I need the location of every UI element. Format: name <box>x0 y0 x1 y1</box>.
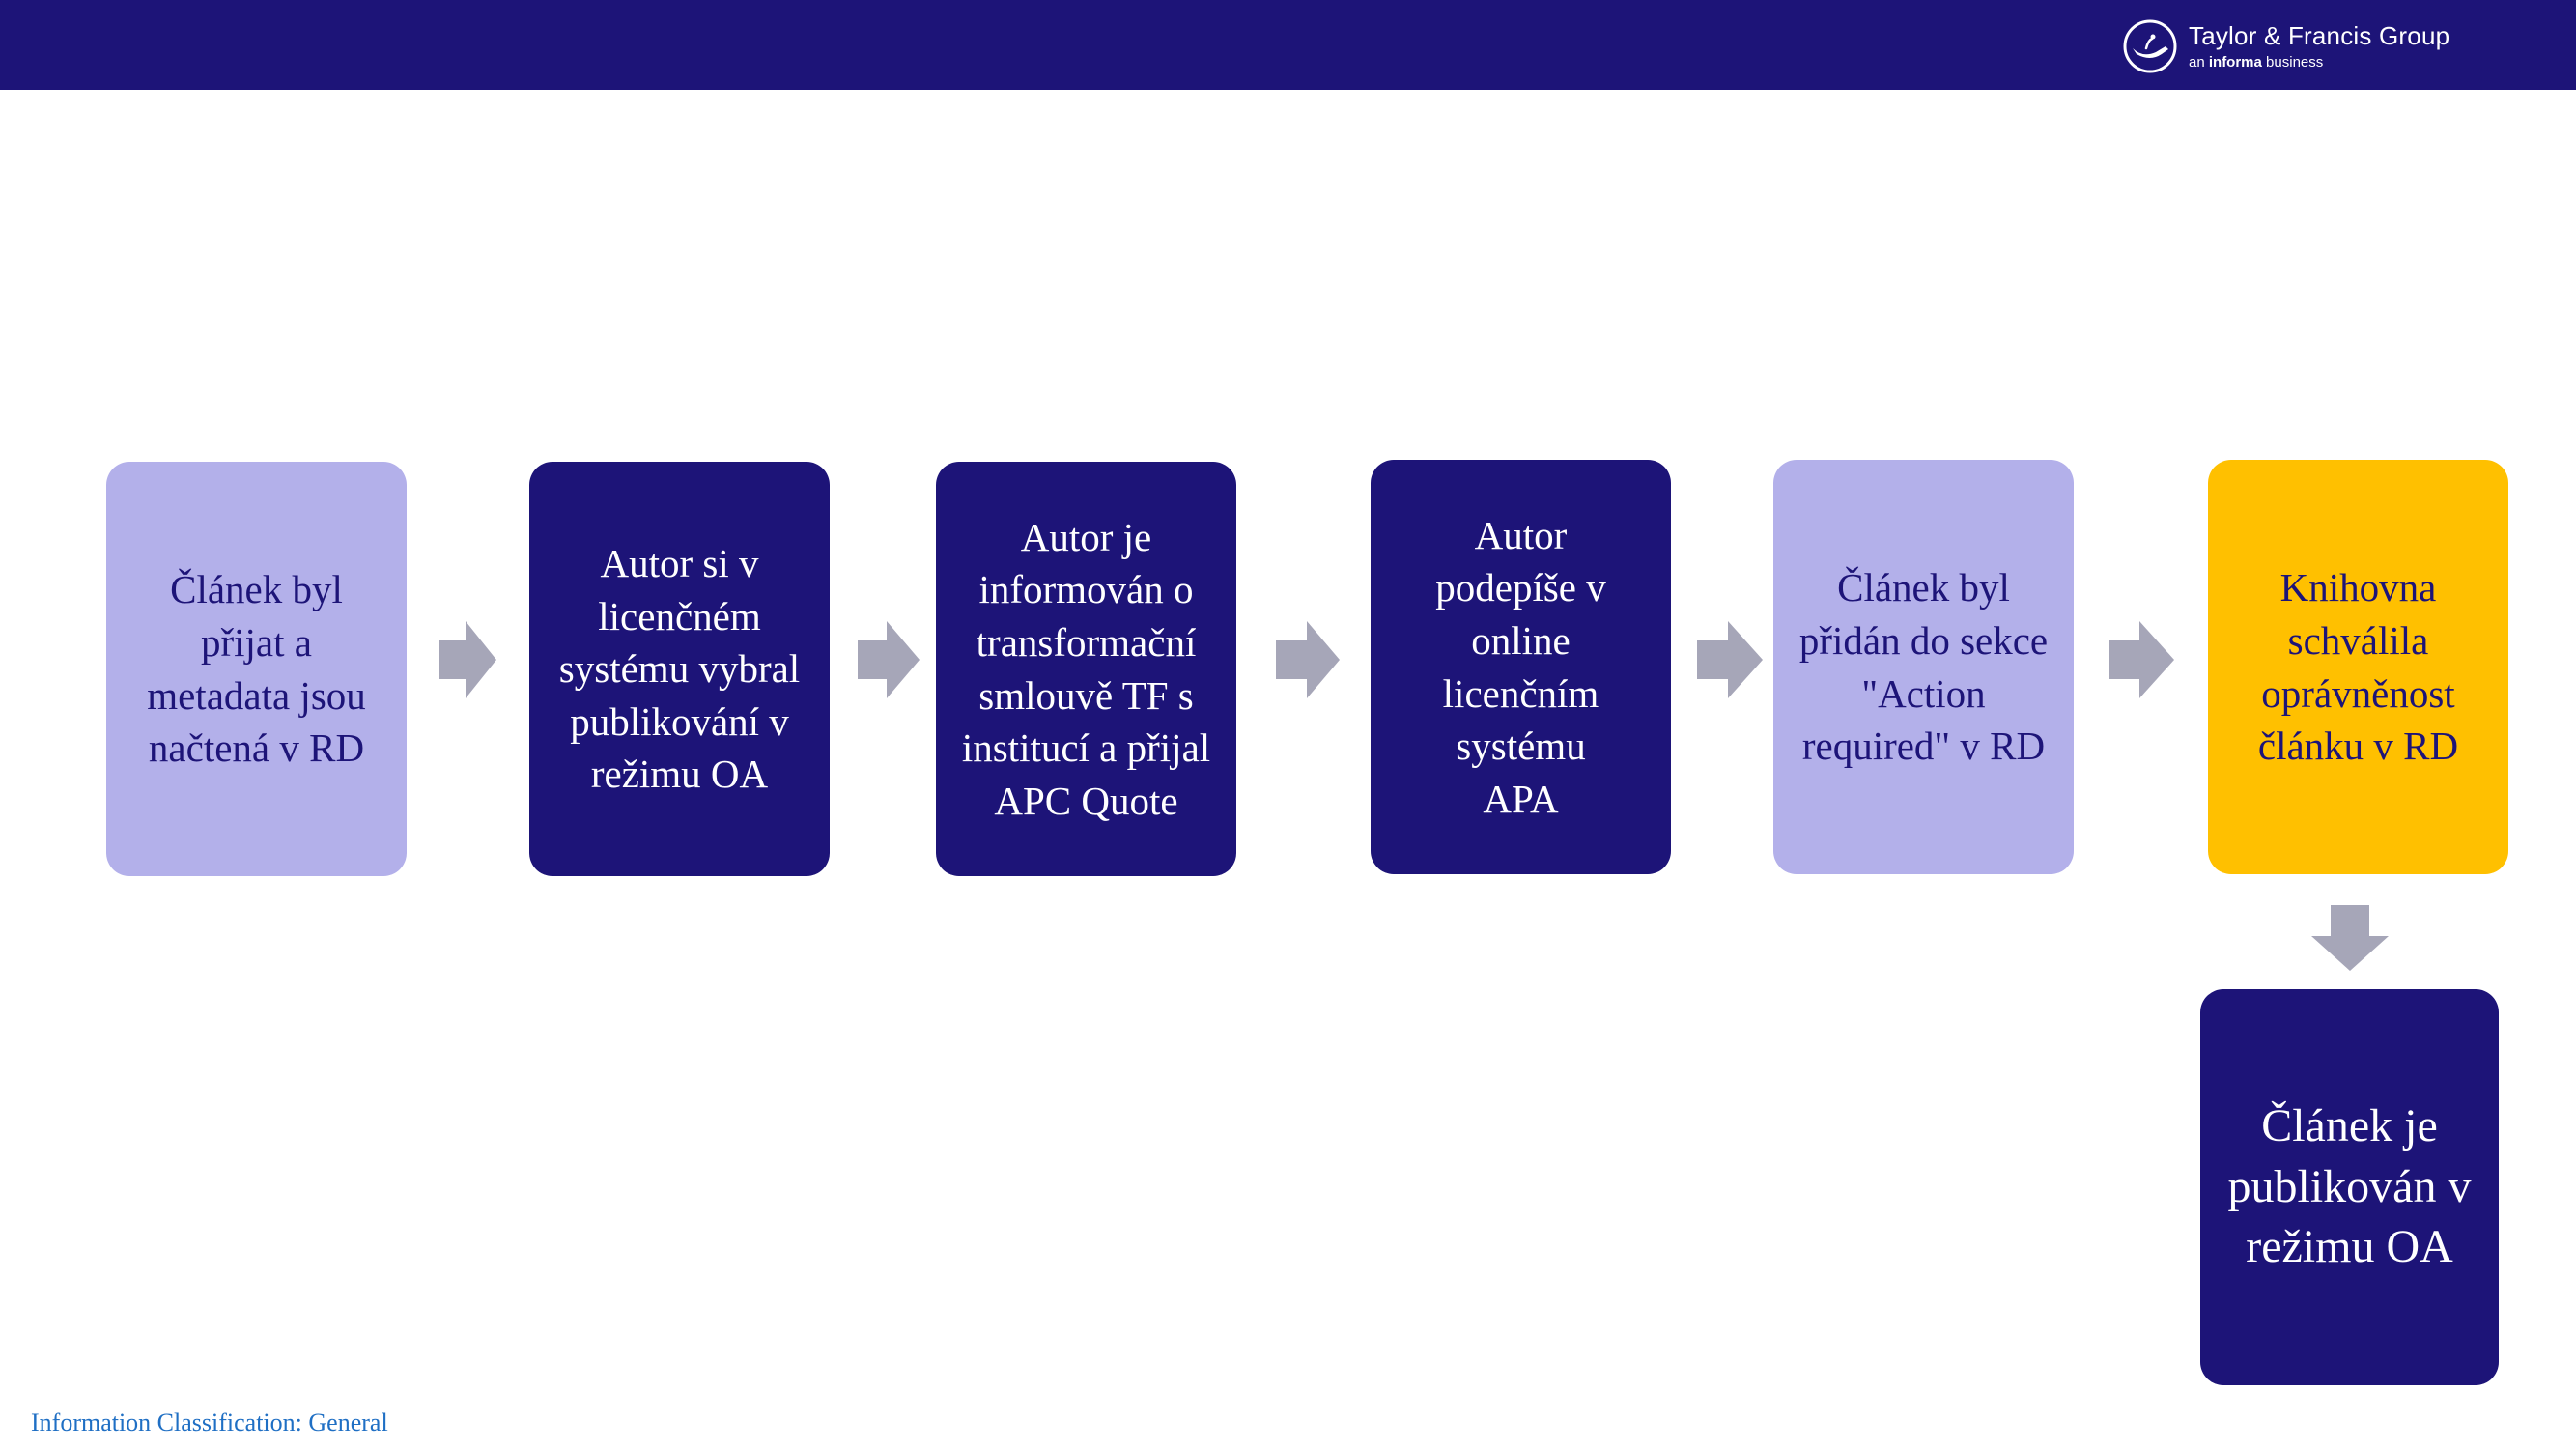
step-1-label: Článek byl přijat a metadata jsou načten… <box>147 567 366 771</box>
step-4-label: Autor podepíše v online licenčním systém… <box>1435 512 1606 821</box>
brand-logo: Taylor & Francis Group an informa busine… <box>2123 17 2449 75</box>
step-4-box: Autor podepíše v online licenčním systém… <box>1371 460 1671 874</box>
step-6-label: Knihovna schválila oprávněnost článku v … <box>2257 565 2459 769</box>
step-3-label: Autor je informován o transformační smlo… <box>961 514 1211 823</box>
arrow-right-icon <box>2109 621 2174 698</box>
step-2-label: Autor si v licenčném systému vybral publ… <box>558 541 801 797</box>
step-1-box: Článek byl přijat a metadata jsou načten… <box>106 462 407 876</box>
lamp-logo-icon <box>2123 19 2177 73</box>
step-5-label: Článek byl přidán do sekce "Action requi… <box>1798 565 2049 769</box>
arrow-right-icon <box>1276 621 1340 698</box>
step-6-box: Knihovna schválila oprávněnost článku v … <box>2208 460 2508 874</box>
step-7-label: Článek je publikován v režimu OA <box>2227 1100 2472 1273</box>
brand-name: Taylor & Francis Group <box>2189 21 2450 50</box>
step-5-box: Článek byl přidán do sekce "Action requi… <box>1773 460 2074 874</box>
classification-label: Information Classification: General <box>31 1408 388 1436</box>
arrow-right-icon <box>439 621 496 698</box>
step-2-box: Autor si v licenčném systému vybral publ… <box>529 462 830 876</box>
arrow-down-icon <box>2311 905 2389 971</box>
arrow-right-icon <box>858 621 920 698</box>
brand-tagline: an informa business <box>2189 54 2324 71</box>
step-7-box: Článek je publikován v režimu OA <box>2200 989 2499 1385</box>
step-3-box: Autor je informován o transformační smlo… <box>936 462 1236 876</box>
arrow-right-icon <box>1697 621 1763 698</box>
